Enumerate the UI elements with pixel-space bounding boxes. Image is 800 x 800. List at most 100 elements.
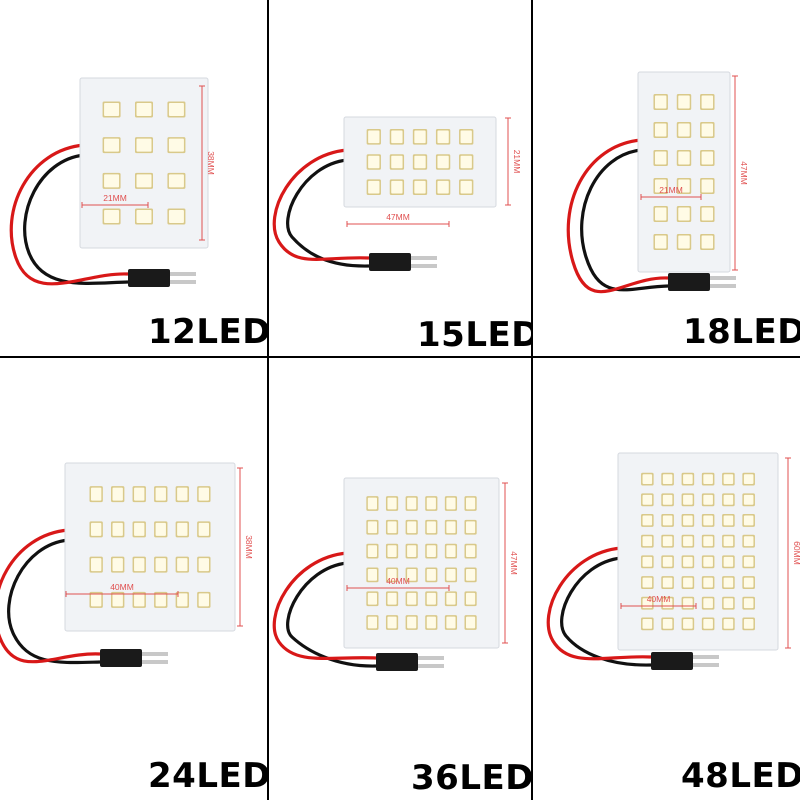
wire-red <box>566 138 669 294</box>
led-chip-face <box>112 522 123 536</box>
led-chip-face <box>654 179 667 193</box>
connector-plug <box>376 653 418 671</box>
led-chip-face <box>168 210 184 224</box>
led-chip-face <box>701 207 714 221</box>
led-chip-face <box>112 558 123 572</box>
led-chip-face <box>367 545 378 557</box>
dimension-label-width: 21MM <box>659 185 683 195</box>
led-chip-face <box>407 497 417 510</box>
led-chip-face <box>662 618 673 629</box>
led-chip-face <box>104 174 120 188</box>
led-chip-face <box>465 521 476 534</box>
wire-red <box>272 551 377 660</box>
wire-black <box>286 561 377 668</box>
panel-caption: 36LED <box>411 758 531 798</box>
led-chip-face <box>368 130 380 144</box>
led-chip-face <box>136 174 152 188</box>
pcb-board <box>617 452 779 651</box>
dimension-label-height: 47MM <box>509 551 519 575</box>
dimension-label-height: 21MM <box>512 150 522 174</box>
led-chip-face <box>642 536 653 547</box>
led-chip-face <box>387 521 397 534</box>
led-chip-face <box>387 569 397 581</box>
led-chip-face <box>662 556 673 567</box>
led-chip-face <box>177 522 188 536</box>
led-chip-face <box>743 577 754 588</box>
led-chip-face <box>407 521 417 534</box>
led-chip-face <box>104 138 120 152</box>
led-chip-face <box>743 474 754 485</box>
led-chip-face <box>465 592 476 605</box>
led-chip-face <box>678 151 690 165</box>
led-chip-face <box>723 598 734 609</box>
divider-vertical-right <box>531 0 533 800</box>
led-chip-face <box>414 155 426 169</box>
led-chip-face <box>367 569 378 581</box>
led-chip-face <box>112 487 123 501</box>
led-chip-face <box>683 618 693 629</box>
led-chip-face <box>446 592 456 605</box>
led-chip-face <box>155 487 166 501</box>
led-chip-face <box>407 592 417 605</box>
led-chip-face <box>437 180 449 194</box>
led-chip-face <box>683 474 693 485</box>
led-chip-face <box>426 545 436 557</box>
connector-pin <box>142 660 168 664</box>
led-chip-face <box>414 130 426 144</box>
led-chip-face <box>703 474 713 485</box>
led-chip-face <box>678 95 690 109</box>
led-chip-face <box>368 155 380 169</box>
led-chip-face <box>723 494 734 505</box>
pcb-board <box>64 462 236 632</box>
dimension-label-height: 60MM <box>792 541 800 565</box>
led-chip-face <box>136 102 152 116</box>
led-chip-face <box>683 577 693 588</box>
led-chip-face <box>198 558 210 572</box>
connector-pin <box>411 264 437 268</box>
connector-pin <box>693 663 719 667</box>
led-chip-face <box>662 515 673 526</box>
led-chip-face <box>198 522 210 536</box>
wire-black <box>7 538 101 665</box>
led-chip-face <box>134 487 145 501</box>
led-chip-face <box>367 497 378 510</box>
led-chip-face <box>723 556 734 567</box>
led-chip-face <box>642 577 653 588</box>
wire-red <box>272 148 370 262</box>
led-chip-face <box>367 616 378 629</box>
led-chip-face <box>426 569 436 581</box>
led-chip-face <box>367 592 378 605</box>
led-chip-face <box>654 235 667 249</box>
led-chip-face <box>391 155 403 169</box>
led-chip-face <box>701 151 714 165</box>
led-chip-face <box>104 102 120 116</box>
led-chip-face <box>136 210 152 224</box>
divider-vertical-left <box>267 0 269 800</box>
panel-caption: 15LED <box>417 315 531 355</box>
led-chip-face <box>368 180 380 194</box>
led-chip-face <box>134 522 145 536</box>
led-chip-face <box>391 130 403 144</box>
led-chip-face <box>446 497 456 510</box>
led-chip-face <box>703 556 713 567</box>
led-chip-face <box>465 616 476 629</box>
connector-pin <box>411 256 437 260</box>
led-chip-face <box>426 592 436 605</box>
led-chip-face <box>701 179 714 193</box>
led-chip-face <box>136 138 152 152</box>
connector-pin <box>710 284 736 288</box>
led-chip-face <box>703 515 713 526</box>
led-chip-face <box>654 207 667 221</box>
led-chip-face <box>460 130 472 144</box>
led-chip-face <box>703 577 713 588</box>
dimension-label-height: 38MM <box>244 535 254 559</box>
led-chip-face <box>437 155 449 169</box>
led-chip-face <box>446 521 456 534</box>
